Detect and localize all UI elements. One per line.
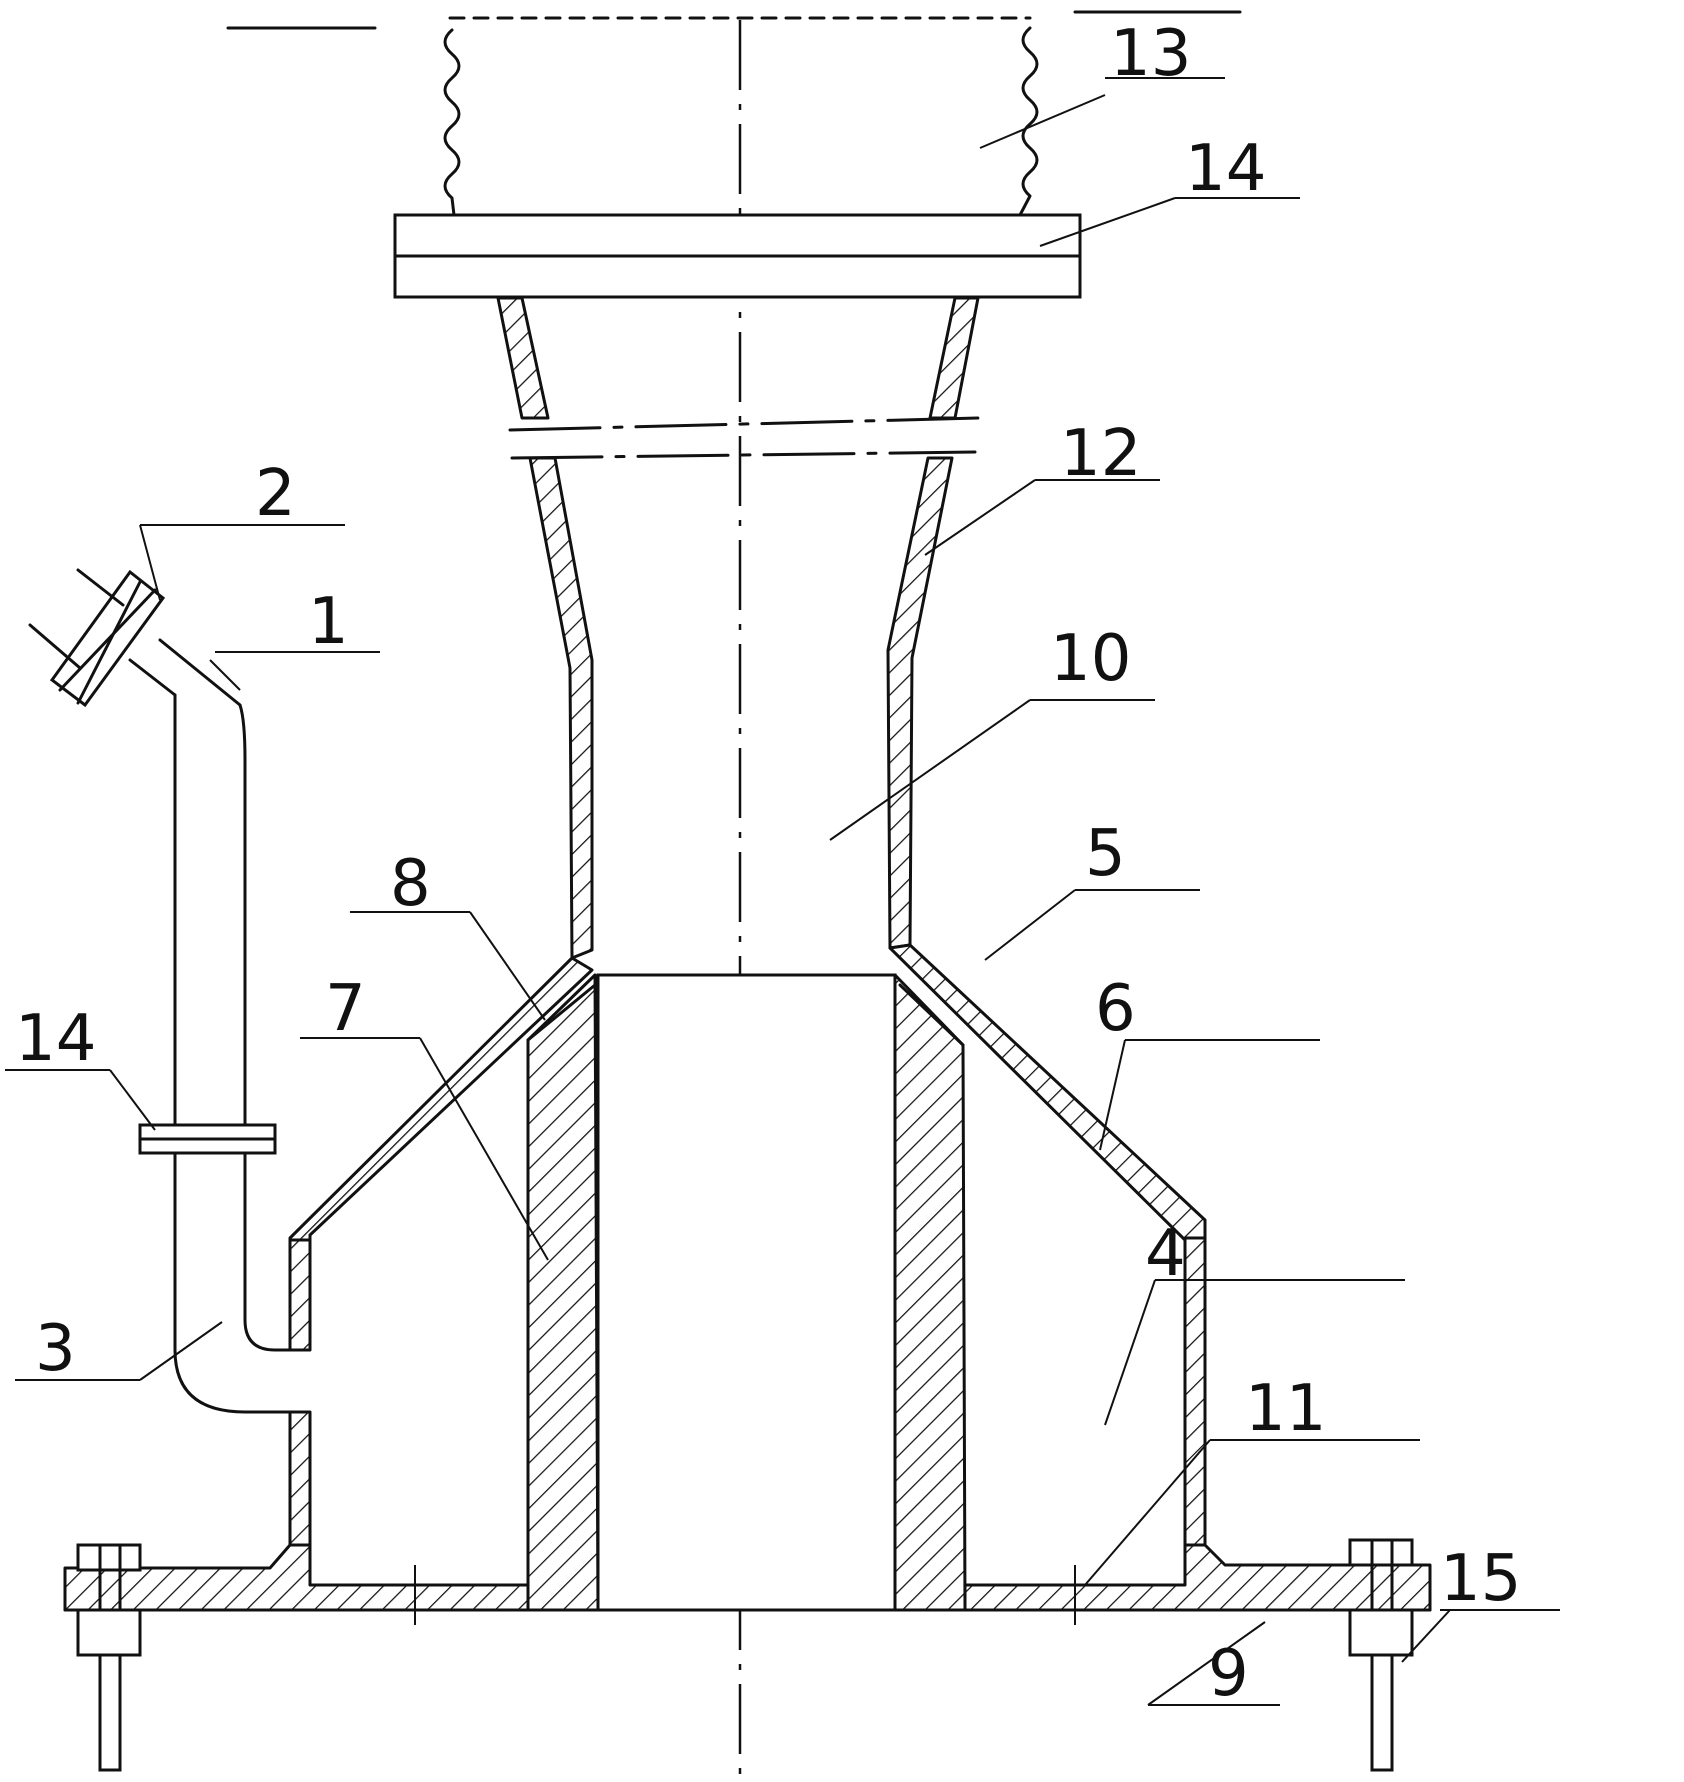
- label-6: 6: [1095, 972, 1136, 1046]
- bolt-left: [76, 1543, 142, 1772]
- label-5: 5: [1085, 817, 1126, 891]
- leader-lines: [5, 77, 1560, 1706]
- label-11: 11: [1245, 1372, 1326, 1446]
- inlet-pipe: [128, 638, 292, 1414]
- break-lines: [508, 416, 982, 460]
- inner-nozzle: [526, 973, 967, 1612]
- bellows-13: [226, 10, 1242, 217]
- label-7: 7: [325, 972, 366, 1046]
- label-10: 10: [1050, 622, 1131, 696]
- base-plate-9: [63, 1543, 1432, 1625]
- label-1: 1: [308, 585, 349, 659]
- top-flange-14: [393, 213, 1082, 299]
- label-12: 12: [1060, 417, 1141, 491]
- upper-cone-walls: [496, 296, 980, 420]
- label-14-side: 14: [15, 1002, 96, 1076]
- valve-2: [28, 568, 166, 708]
- bolt-right: [1348, 1538, 1414, 1772]
- label-8: 8: [390, 847, 431, 921]
- label-3: 3: [35, 1312, 76, 1386]
- outer-shell: [288, 943, 1207, 1547]
- label-9: 9: [1208, 1637, 1249, 1711]
- label-13: 13: [1110, 17, 1191, 91]
- label-14-top: 14: [1185, 132, 1266, 206]
- label-2: 2: [255, 457, 296, 531]
- label-4: 4: [1145, 1217, 1186, 1291]
- label-15: 15: [1440, 1542, 1521, 1616]
